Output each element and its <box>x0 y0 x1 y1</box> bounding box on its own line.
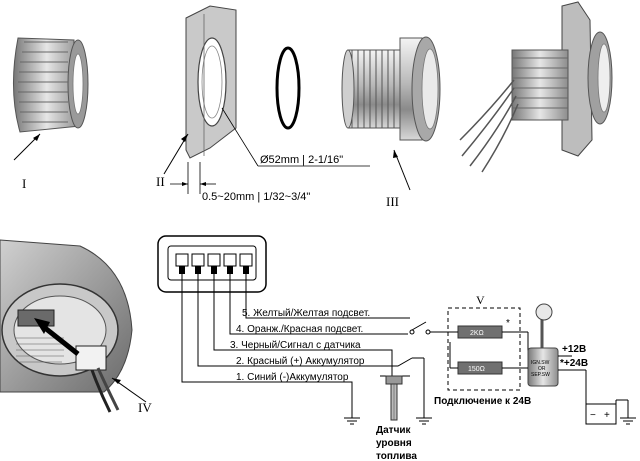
part-label-4: IV <box>138 400 152 415</box>
wire-2-label: 2. Красный (+) Аккумулятор <box>236 356 365 367</box>
o-ring <box>275 46 301 130</box>
voltage-12v-label: +12В <box>562 344 586 355</box>
ign-pos-2: OR <box>538 366 546 372</box>
wire-4-label: 4. Оранж./Красная подсвет. <box>236 324 363 335</box>
sensor-label-3: топлива <box>376 451 417 461</box>
backlight-switch <box>409 321 456 335</box>
resistor-150-label: 150Ω <box>468 366 485 373</box>
sensor-label-1: Датчик <box>376 425 412 436</box>
part-label-1: I <box>22 176 26 191</box>
fuel-level-sensor <box>380 357 432 425</box>
ign-pos-3: SEP.SW <box>531 372 550 378</box>
wire-lines <box>181 274 413 418</box>
ign-pos-1: IGN.SW <box>531 360 550 366</box>
threaded-housing <box>341 36 441 191</box>
part-label-3: III <box>386 194 399 209</box>
ground-symbol <box>344 417 360 425</box>
wire-1-label: 1. Синий (-)Аккумулятор <box>236 372 349 383</box>
ignition-switch <box>520 303 587 404</box>
sensor-label-2: уровня <box>376 438 412 449</box>
connector-pinout <box>157 235 267 293</box>
resistor-2k-label: 2KΩ <box>470 330 484 337</box>
wire-5-label: 5. Желтый/Желтая подсвет. <box>242 308 370 319</box>
connection-24v-label: Подключение к 24В <box>434 396 531 407</box>
resistor-box <box>447 307 529 391</box>
hole-diameter-label: Ø52mm | 2-1/16" <box>260 154 343 166</box>
part-label-5: V <box>476 293 485 307</box>
panel-bracket <box>163 5 370 194</box>
wire-3-label: 3. Черный/Сигнал с датчика <box>230 340 361 351</box>
resistor-asterisk: * <box>506 318 510 329</box>
voltage-24v-label: *+24В <box>560 358 588 369</box>
part-label-2: II <box>156 174 165 189</box>
panel-thickness-label: 0.5~20mm | 1/32~3/4" <box>202 191 310 203</box>
connector-photo <box>0 239 147 413</box>
battery <box>585 398 636 425</box>
knurled-nut <box>13 37 89 161</box>
assembled-gauge <box>459 1 613 173</box>
battery-plus-label: + <box>604 410 610 421</box>
battery-minus-label: − <box>590 410 596 421</box>
